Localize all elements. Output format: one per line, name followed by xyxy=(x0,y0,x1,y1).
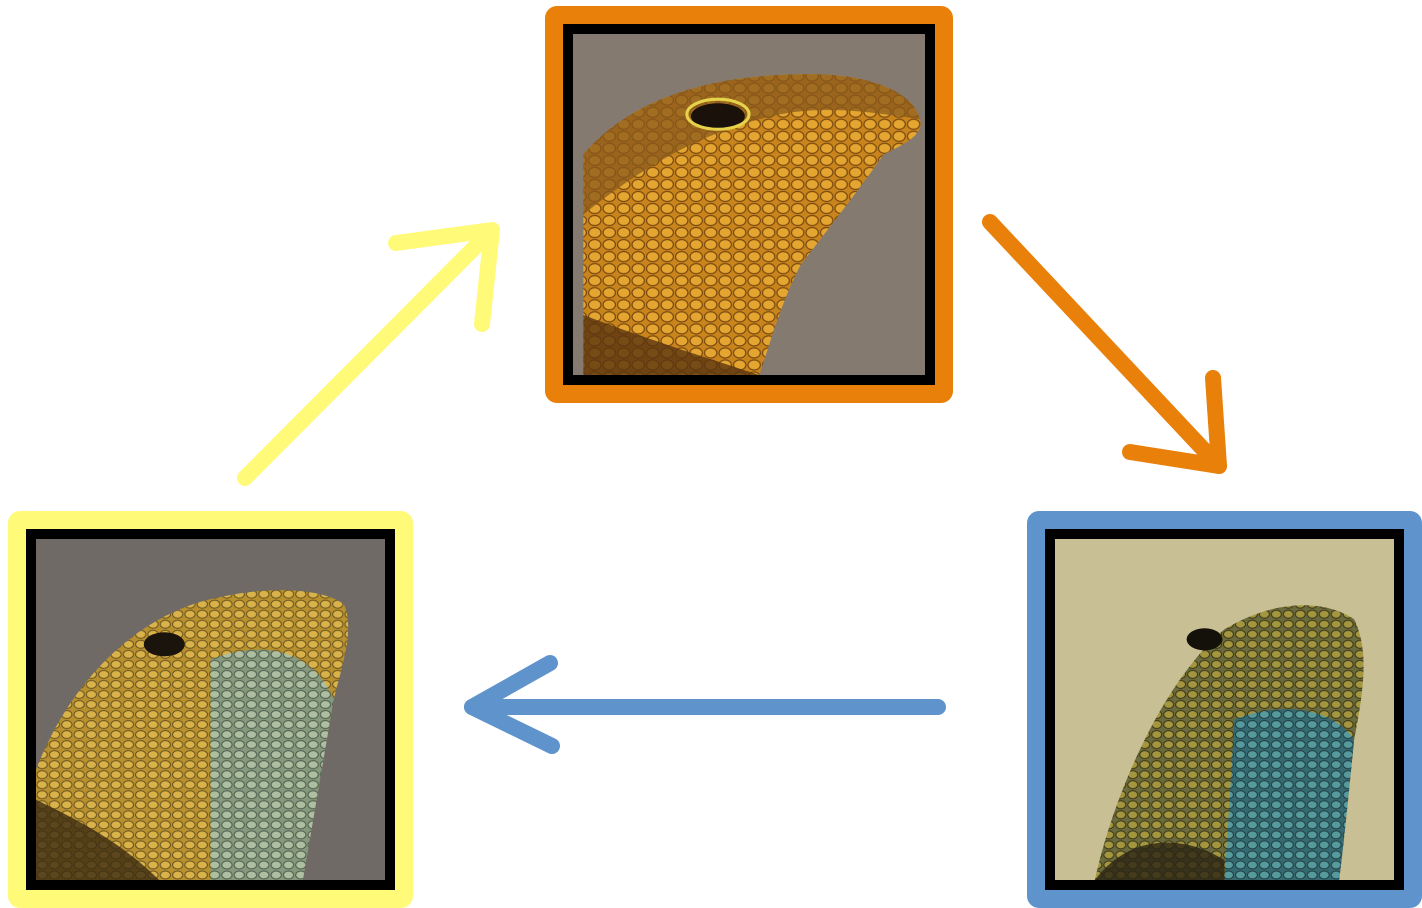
panel-top-image xyxy=(563,24,935,385)
panel-left-yellow-frame xyxy=(8,511,413,908)
panel-top-orange-frame xyxy=(545,6,953,403)
arrow-right-to-left xyxy=(472,663,938,746)
arrow-left-to-top xyxy=(245,230,492,478)
panel-right-image xyxy=(1045,529,1404,890)
panel-left-image xyxy=(26,529,395,890)
lizard-photo-right xyxy=(1055,539,1394,880)
panel-right-blue-frame xyxy=(1027,511,1422,908)
lizard-photo-left xyxy=(36,539,385,880)
arrow-top-to-right xyxy=(990,222,1219,466)
lizard-photo-top xyxy=(573,34,925,375)
